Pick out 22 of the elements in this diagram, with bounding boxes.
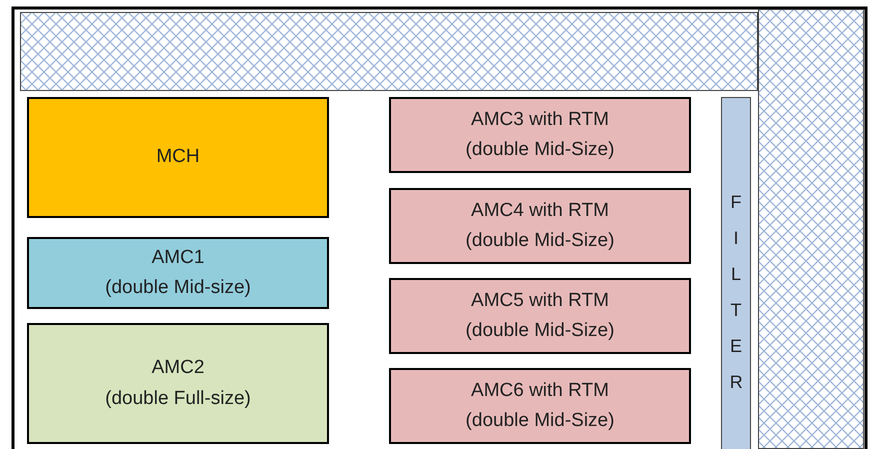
module-label: (double Mid-size) bbox=[105, 276, 251, 300]
filter-bar bbox=[721, 97, 751, 449]
module-label: AMC4 with RTM bbox=[471, 198, 609, 223]
module-label: (double Mid-Size) bbox=[466, 409, 614, 433]
module-box bbox=[389, 97, 691, 173]
module-box bbox=[389, 278, 691, 354]
module-label: AMC1 bbox=[152, 246, 204, 270]
module-label: (double Mid-Size) bbox=[466, 319, 614, 343]
module-box bbox=[389, 368, 691, 444]
module-box bbox=[27, 323, 329, 444]
module-label: (double Mid-Size) bbox=[466, 138, 614, 162]
module-label: (double Full-size) bbox=[105, 386, 251, 410]
module-label: AMC3 with RTM bbox=[471, 108, 609, 132]
vertical-label: FILTER bbox=[730, 191, 742, 394]
module-label: AMC2 bbox=[152, 356, 204, 380]
module-box bbox=[27, 237, 329, 309]
module-label: (double Mid-Size) bbox=[466, 229, 614, 253]
module-box bbox=[27, 97, 329, 218]
module-box bbox=[389, 188, 691, 264]
module-label: AMC5 with RTM bbox=[471, 288, 609, 313]
module-label: MCH bbox=[156, 145, 200, 170]
module-label: AMC6 with RTM bbox=[471, 378, 609, 403]
